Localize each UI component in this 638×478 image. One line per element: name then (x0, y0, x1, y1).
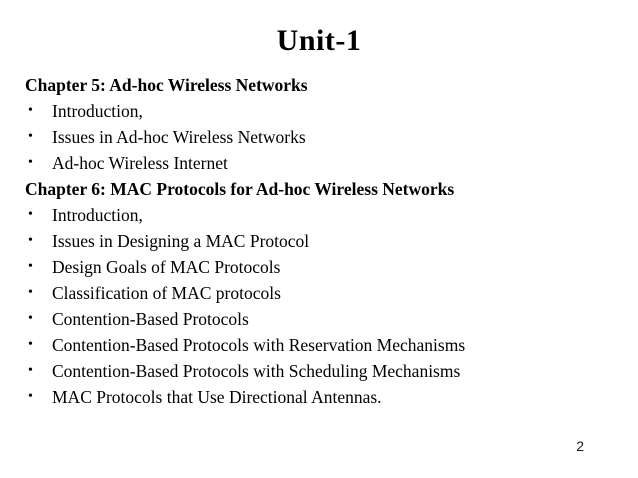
list-item: • Contention-Based Protocols with Schedu… (25, 358, 620, 384)
bullet-text: Contention-Based Protocols (52, 309, 249, 329)
list-item: • Design Goals of MAC Protocols (25, 254, 620, 280)
bullet-icon: • (28, 129, 33, 144)
bullet-icon: • (28, 311, 33, 326)
bullet-icon: • (28, 363, 33, 378)
bullet-text: Introduction, (52, 205, 143, 225)
bullet-text: Ad-hoc Wireless Internet (52, 153, 228, 173)
bullet-text: Introduction, (52, 101, 143, 121)
bullet-icon: • (28, 337, 33, 352)
list-item: • MAC Protocols that Use Directional Ant… (25, 384, 620, 410)
list-item: • Issues in Ad-hoc Wireless Networks (25, 124, 620, 150)
list-item: • Contention-Based Protocols with Reserv… (25, 332, 620, 358)
bullet-text: Contention-Based Protocols with Reservat… (52, 335, 466, 355)
bullet-text: Issues in Ad-hoc Wireless Networks (52, 127, 306, 147)
slide-body: Chapter 5: Ad-hoc Wireless Networks • In… (25, 72, 620, 410)
slide-title: Unit-1 (276, 24, 362, 57)
bullet-text: Contention-Based Protocols with Scheduli… (52, 361, 461, 381)
list-item: • Contention-Based Protocols (25, 306, 620, 332)
page-number: 2 (576, 438, 584, 454)
bullet-icon: • (28, 233, 33, 248)
bullet-text: Classification of MAC protocols (52, 283, 281, 303)
bullet-icon: • (28, 103, 33, 118)
chapter-6-heading: Chapter 6: MAC Protocols for Ad-hoc Wire… (25, 179, 455, 199)
bullet-icon: • (28, 207, 33, 222)
bullet-text: MAC Protocols that Use Directional Anten… (52, 387, 382, 407)
bullet-text: Issues in Designing a MAC Protocol (52, 231, 310, 251)
bullet-icon: • (28, 285, 33, 300)
bullet-icon: • (28, 259, 33, 274)
list-item: • Issues in Designing a MAC Protocol (25, 228, 620, 254)
list-item: • Introduction, (25, 202, 620, 228)
list-item: • Ad-hoc Wireless Internet (25, 150, 620, 176)
list-item: • Classification of MAC protocols (25, 280, 620, 306)
bullet-icon: • (28, 389, 33, 404)
bullet-icon: • (28, 155, 33, 170)
bullet-text: Design Goals of MAC Protocols (52, 257, 281, 277)
chapter-5-heading: Chapter 5: Ad-hoc Wireless Networks (25, 75, 308, 95)
list-item: • Introduction, (25, 98, 620, 124)
